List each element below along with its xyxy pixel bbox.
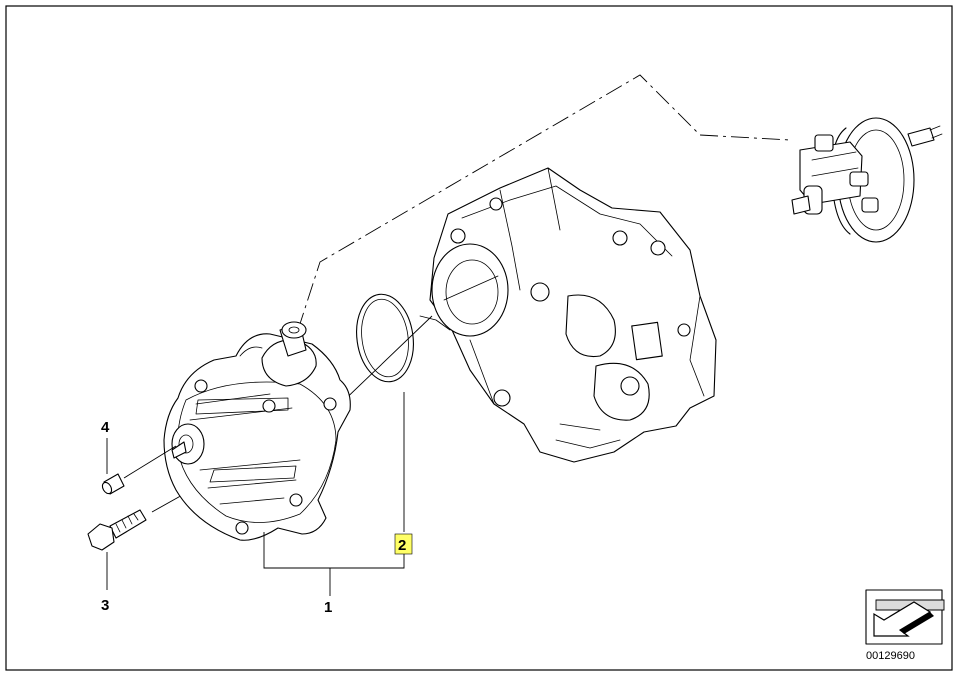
diagram-id: 00129690 (866, 650, 915, 662)
brake-booster (791, 117, 943, 243)
dowel-pin (101, 473, 125, 495)
vacuum-line-leader (297, 74, 791, 331)
bolt (87, 509, 147, 551)
callout-1: 1 (324, 599, 332, 616)
vacuum-pump (163, 321, 351, 541)
pin-axis (123, 445, 177, 479)
diagram-frame (5, 5, 953, 671)
callout-4: 4 (101, 419, 110, 436)
engine-housing (419, 167, 717, 463)
callout-2: 2 (398, 537, 406, 554)
arrow-icon[interactable] (865, 589, 945, 645)
callout-1-bracket (263, 532, 405, 596)
callout-3: 3 (101, 597, 109, 614)
callout-2-highlight (394, 533, 413, 555)
